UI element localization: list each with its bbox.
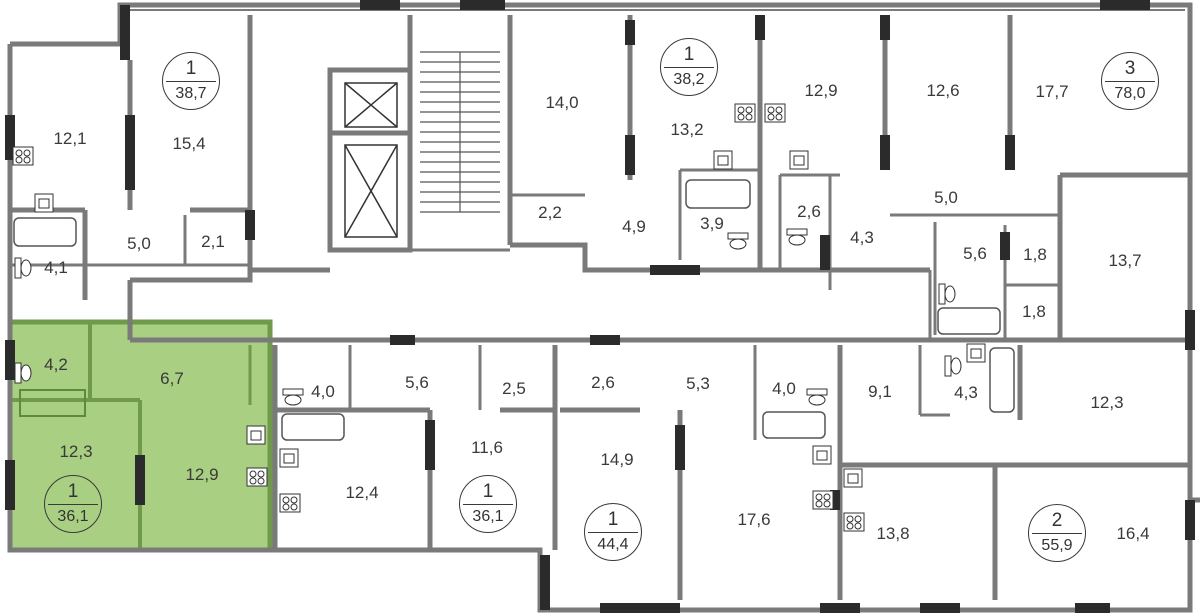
badge-divider: [1105, 81, 1155, 82]
room-area: 2,6: [797, 202, 821, 221]
stove-icon: [843, 512, 865, 532]
sink-icon: [789, 150, 809, 170]
walls: [7, 2, 1200, 613]
stove-icon: [279, 493, 301, 513]
sink-icon: [812, 445, 832, 465]
room-area: 6,7: [160, 369, 184, 388]
elevator-shafts: [344, 82, 398, 238]
stove-icon: [764, 103, 786, 123]
toilet-icon: [806, 388, 828, 406]
apartment-badge[interactable]: 1 38,7: [162, 52, 220, 110]
room-area: 4,3: [850, 228, 874, 247]
toilet-icon: [282, 388, 304, 406]
room-area: 16,4: [1116, 524, 1150, 543]
badge-divider: [1032, 533, 1082, 534]
apartment-rooms: 1: [683, 44, 695, 65]
sink-icon: [713, 150, 733, 170]
apartment-badge-selected[interactable]: 1 36,1: [44, 475, 102, 533]
apartment-rooms: 1: [482, 481, 494, 502]
room-area: 4,3: [954, 383, 978, 402]
apartment-rooms: 1: [67, 481, 79, 502]
room-area: 5,0: [127, 234, 151, 253]
room-area: 14,9: [600, 450, 634, 469]
room-area: 2,2: [538, 203, 562, 222]
apartment-badge[interactable]: 1 44,4: [584, 503, 642, 561]
room-area: 4,9: [622, 217, 646, 236]
room-area: 12,9: [804, 81, 838, 100]
staircase: [420, 51, 500, 213]
room-area: 12,6: [926, 81, 960, 100]
room-area: 4,0: [772, 379, 796, 398]
stove-icon: [734, 103, 756, 123]
room-area: 1,8: [1022, 302, 1046, 321]
sink-icon: [246, 425, 266, 445]
badge-divider: [664, 67, 714, 68]
sink-icon: [279, 448, 299, 468]
room-area: 5,0: [934, 188, 958, 207]
apartment-area: 38,2: [673, 71, 705, 88]
stove-icon: [12, 146, 34, 166]
dark-wall-segments: [5, 0, 1195, 613]
badge-divider: [48, 504, 98, 505]
toilet-icon: [786, 228, 808, 246]
room-area: 2,5: [502, 379, 526, 398]
badge-divider: [588, 532, 638, 533]
room-area: 12,3: [59, 442, 93, 461]
room-area: 14,0: [545, 93, 579, 112]
apartment-badge[interactable]: 2 55,9: [1028, 504, 1086, 562]
apartment-rooms: 3: [1124, 58, 1136, 79]
apartment-rooms: 1: [185, 58, 197, 79]
room-area: 1,8: [1023, 245, 1047, 264]
apartment-area: 36,1: [57, 508, 89, 525]
room-area: 9,1: [868, 382, 892, 401]
room-area: 2,6: [591, 373, 615, 392]
bathtubs: [13, 179, 1015, 441]
sink-icon: [34, 193, 54, 213]
stove-icon: [246, 467, 268, 487]
room-area: 2,1: [201, 232, 225, 251]
room-area: 5,6: [405, 373, 429, 392]
room-area: 17,7: [1035, 82, 1069, 101]
room-area: 12,1: [53, 129, 87, 148]
apartment-area: 55,9: [1041, 537, 1073, 554]
room-area: 11,6: [471, 438, 503, 457]
apartment-rooms: 2: [1051, 510, 1063, 531]
apartment-badge[interactable]: 3 78,0: [1101, 52, 1159, 110]
room-area: 17,6: [737, 510, 771, 529]
apartment-area: 38,7: [175, 85, 207, 102]
room-area: 12,9: [185, 465, 219, 484]
toilet-icon: [14, 362, 32, 384]
room-area: 5,6: [963, 244, 987, 263]
stove-icon: [812, 490, 834, 510]
apartment-area: 78,0: [1114, 85, 1146, 102]
toilet-icon: [727, 232, 749, 250]
apartment-area: 44,4: [597, 536, 629, 553]
room-area: 4,1: [44, 258, 68, 277]
sink-icon: [966, 343, 986, 363]
toilet-icon: [14, 257, 32, 279]
room-area: 15,4: [172, 134, 206, 153]
apartment-badge[interactable]: 1 36,1: [459, 475, 517, 533]
room-area: 12,3: [1090, 393, 1124, 412]
badge-divider: [166, 81, 216, 82]
room-area: 5,3: [686, 374, 710, 393]
room-area: 13,2: [670, 120, 704, 139]
apartment-area: 36,1: [472, 508, 504, 525]
room-area: 13,8: [876, 524, 910, 543]
apartment-badge[interactable]: 1 38,2: [660, 38, 718, 96]
room-area: 4,0: [311, 382, 335, 401]
apartment-rooms: 1: [607, 509, 619, 530]
room-area: 4,2: [44, 355, 68, 374]
toilet-icon: [938, 283, 956, 305]
toilet-icon: [944, 355, 962, 377]
room-area: 13,7: [1108, 251, 1142, 270]
room-area: 3,9: [700, 214, 724, 233]
room-area: 12,4: [345, 483, 379, 502]
sink-icon: [843, 468, 863, 488]
badge-divider: [463, 504, 513, 505]
